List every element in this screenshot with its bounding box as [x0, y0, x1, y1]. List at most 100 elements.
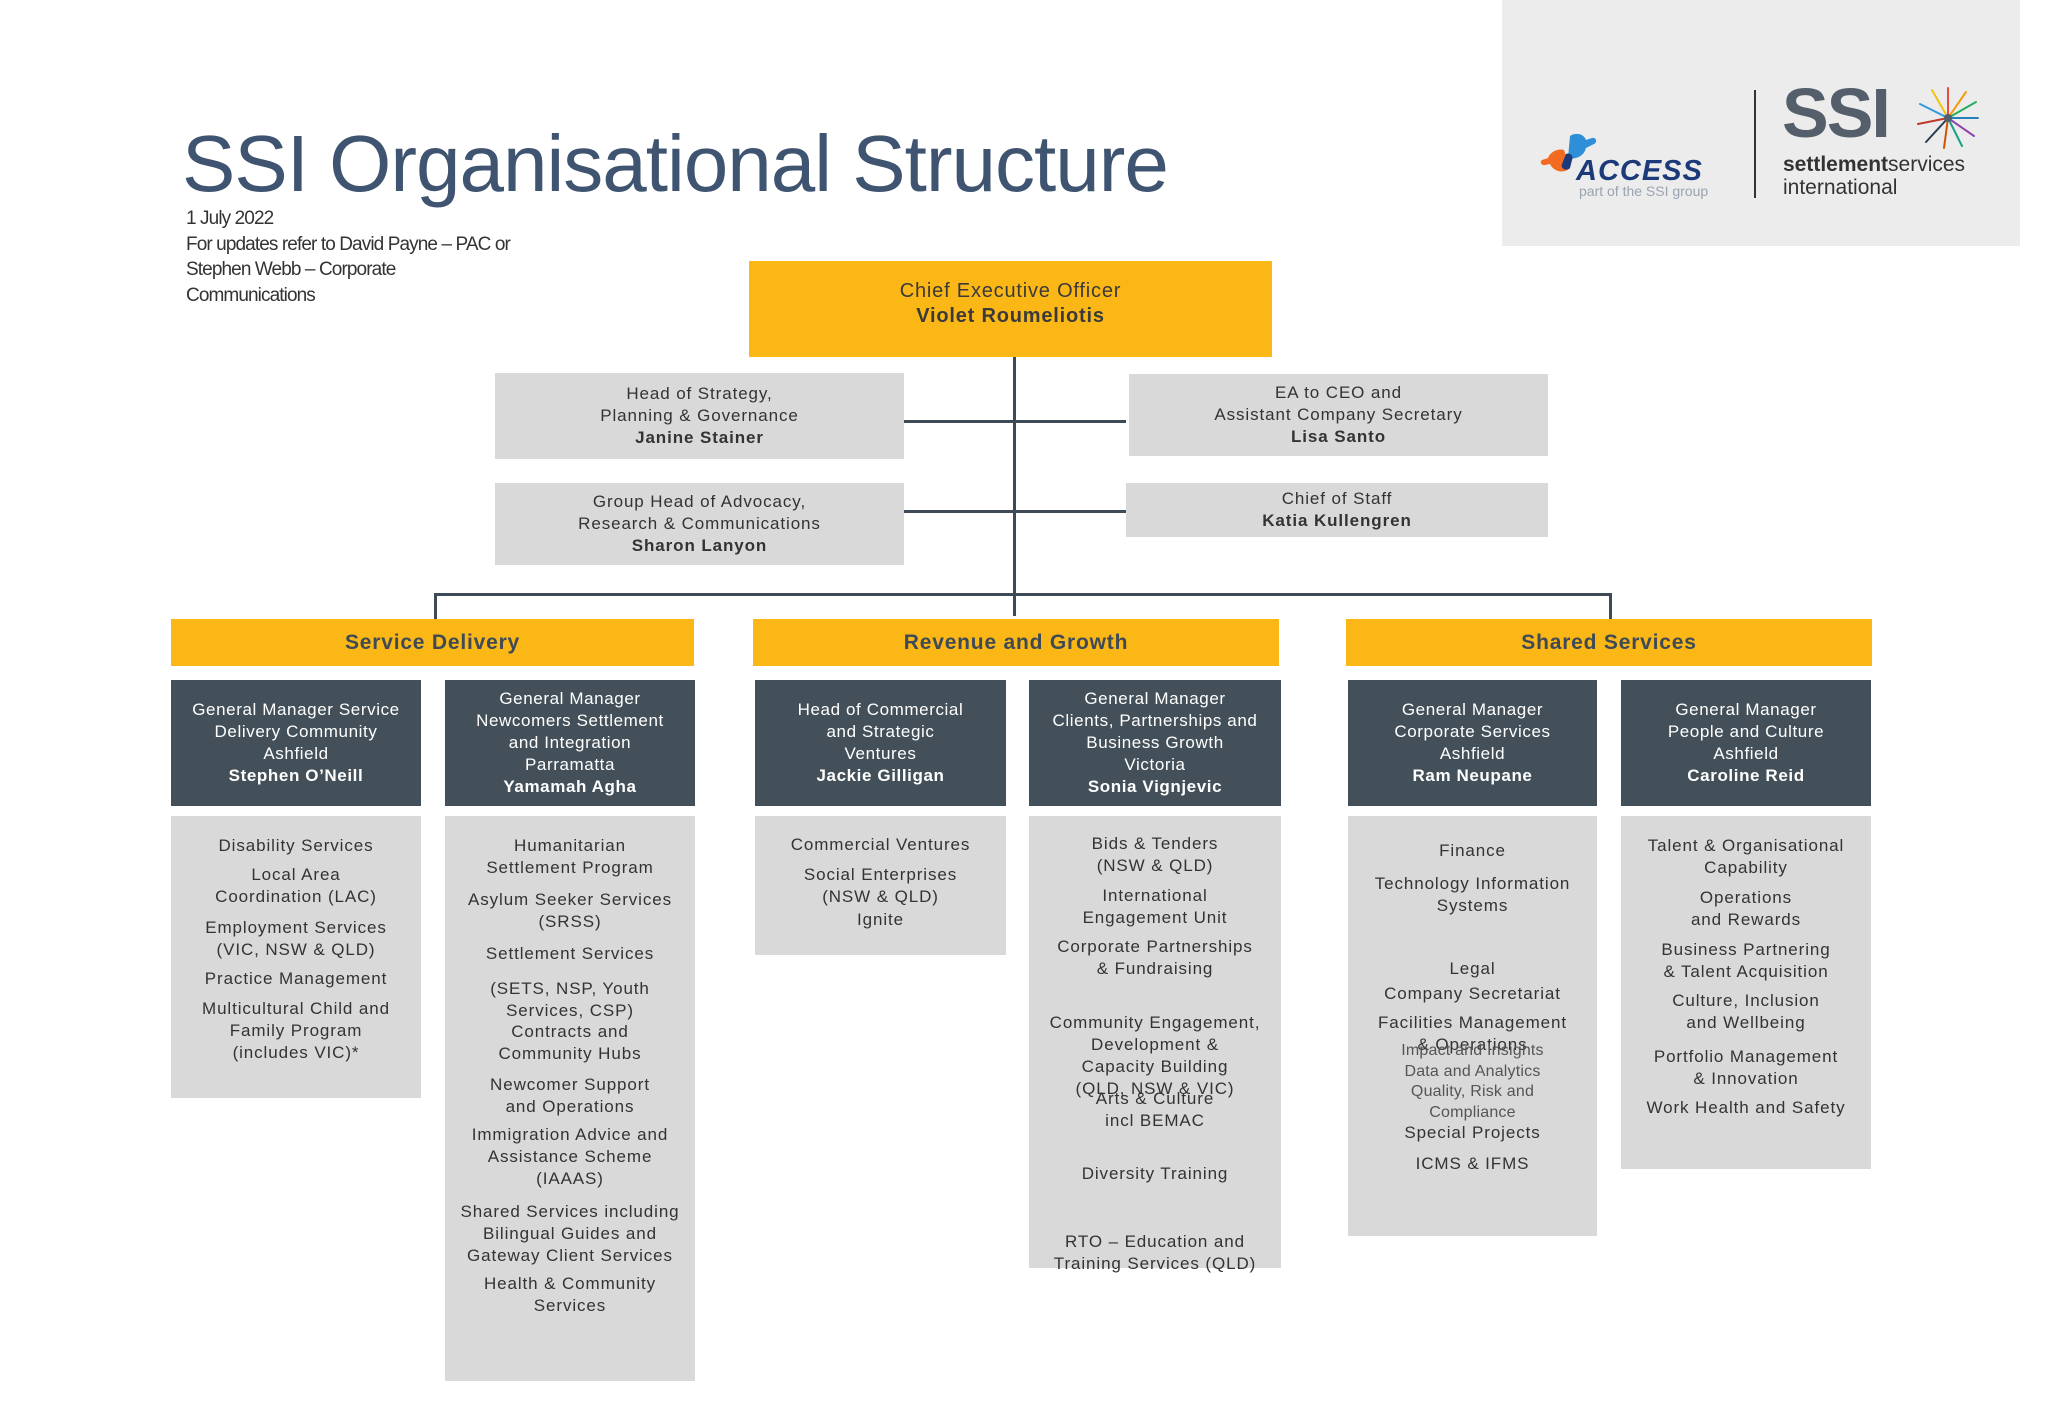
function-item-line: Gateway Client Services	[467, 1246, 673, 1265]
function-item-line: Capability	[1704, 858, 1788, 877]
role-line: Group Head of Advocacy,	[592, 492, 807, 511]
staff-connector-top	[902, 420, 1126, 423]
function-item: Social Enterprises(NSW & QLD)	[755, 864, 1006, 908]
function-item-line: Data and Analytics	[1404, 1062, 1541, 1080]
role-line: Assistant Company Secretary	[1214, 405, 1463, 424]
manager-role-line: Newcomers Settlement	[476, 711, 664, 730]
manager-role-line: General Manager	[499, 689, 641, 708]
function-item-line: Ignite	[857, 910, 904, 929]
page-title: SSI Organisational Structure	[182, 119, 1169, 208]
date-label: 1 July 2022	[186, 208, 274, 229]
manager-role-line: Delivery Community	[214, 722, 378, 741]
function-item-line: Talent & Organisational	[1647, 836, 1845, 855]
function-item-line: Systems	[1436, 896, 1509, 915]
manager-role-line: Corporate Services	[1394, 722, 1551, 741]
manager-role-line: General Manager	[1401, 700, 1544, 719]
function-item-line: Arts & Culture	[1095, 1089, 1215, 1108]
manager-role-line: Victoria	[1124, 755, 1186, 774]
manager-name: Ram Neupane	[1412, 766, 1533, 785]
function-item-line: Services, CSP)	[506, 1001, 634, 1020]
function-item-line: Commercial Ventures	[790, 835, 971, 854]
function-item-line: Technology Information	[1374, 874, 1571, 893]
function-item-line: Settlement Program	[486, 858, 654, 877]
access-logo-text: ACCESS	[1576, 155, 1703, 187]
ceo-role: Chief Executive Officer	[899, 280, 1122, 302]
function-item-line: (IAAAS)	[536, 1169, 604, 1188]
manager-role-line: General Manager	[1084, 689, 1226, 708]
function-item: Employment Services(VIC, NSW & QLD)	[171, 917, 421, 961]
function-item: Ignite	[755, 909, 1006, 931]
function-item-line: Work Health and Safety	[1646, 1098, 1846, 1117]
branch-line	[434, 593, 1612, 596]
function-item-line: Business Partnering	[1661, 940, 1831, 959]
function-item: Practice Management	[171, 968, 421, 990]
ea-box: EA to CEO and Assistant Company Secretar…	[1129, 374, 1548, 456]
function-item-line: Social Enterprises	[803, 865, 958, 884]
function-item-line: Community Engagement,	[1049, 1013, 1261, 1032]
manager-name: Yamamah Agha	[503, 777, 637, 796]
manager-role-line: Clients, Partnerships and	[1052, 711, 1258, 730]
ssi-tagline-rest: services	[1888, 153, 1966, 176]
person-name: Janine Stainer	[635, 428, 764, 447]
function-item-line: Health & Community	[483, 1274, 657, 1293]
update-note-line: Communications	[186, 284, 316, 306]
function-item-line: Bids & Tenders	[1091, 834, 1219, 853]
manager-role-line: General Manager	[1675, 700, 1817, 719]
update-info: 1 July 2022 For updates refer to David P…	[186, 206, 566, 308]
manager-role-line: and Strategic	[826, 722, 935, 741]
function-item-line: & Fundraising	[1096, 959, 1214, 978]
function-item-line: Portfolio Management	[1653, 1047, 1839, 1066]
function-item-line: & Talent Acquisition	[1663, 962, 1829, 981]
function-item-line: Family Program	[229, 1021, 363, 1040]
function-item-line: & Innovation	[1693, 1069, 1799, 1088]
function-item-line: Development &	[1091, 1035, 1219, 1054]
function-item-line: and Rewards	[1690, 910, 1802, 929]
function-item-line: Contracts and	[511, 1022, 629, 1041]
function-item-line: Local Area	[251, 865, 341, 884]
manager-name: Jackie Gilligan	[816, 766, 945, 785]
function-item: Settlement Services	[445, 943, 695, 965]
function-item-line: (NSW & QLD)	[1096, 856, 1214, 875]
staff-connector-bottom	[902, 510, 1126, 513]
function-item-line: Operations	[1699, 888, 1793, 907]
section-service-delivery: Service Delivery	[171, 619, 694, 666]
strategy-box: Head of Strategy, Planning & Governance …	[495, 373, 904, 459]
role-line: Head of Strategy,	[626, 384, 773, 403]
function-item: Work Health and Safety	[1621, 1097, 1871, 1119]
update-note-line: For updates refer to David Payne – PAC o…	[186, 233, 511, 255]
function-item-line: International	[1102, 886, 1208, 905]
function-item-line: Assistance Scheme	[487, 1147, 653, 1166]
function-item-line: Finance	[1439, 841, 1506, 860]
function-item-line: (VIC, NSW & QLD)	[216, 940, 376, 959]
function-item-line: Special Projects	[1404, 1123, 1541, 1142]
function-item-line: Services	[533, 1296, 607, 1315]
function-item-line: Coordination (LAC)	[215, 887, 377, 906]
person-name: Sharon Lanyon	[631, 536, 768, 555]
function-item-line: Quality, Risk and	[1410, 1083, 1535, 1100]
function-item: Disability Services	[171, 835, 421, 857]
function-item-line: Humanitarian	[514, 836, 626, 855]
function-item: Portfolio Management & Innovation	[1621, 1046, 1871, 1090]
ssi-tagline-line2: international	[1783, 176, 1898, 199]
manager-name: Sonia Vignjevic	[1087, 777, 1223, 796]
